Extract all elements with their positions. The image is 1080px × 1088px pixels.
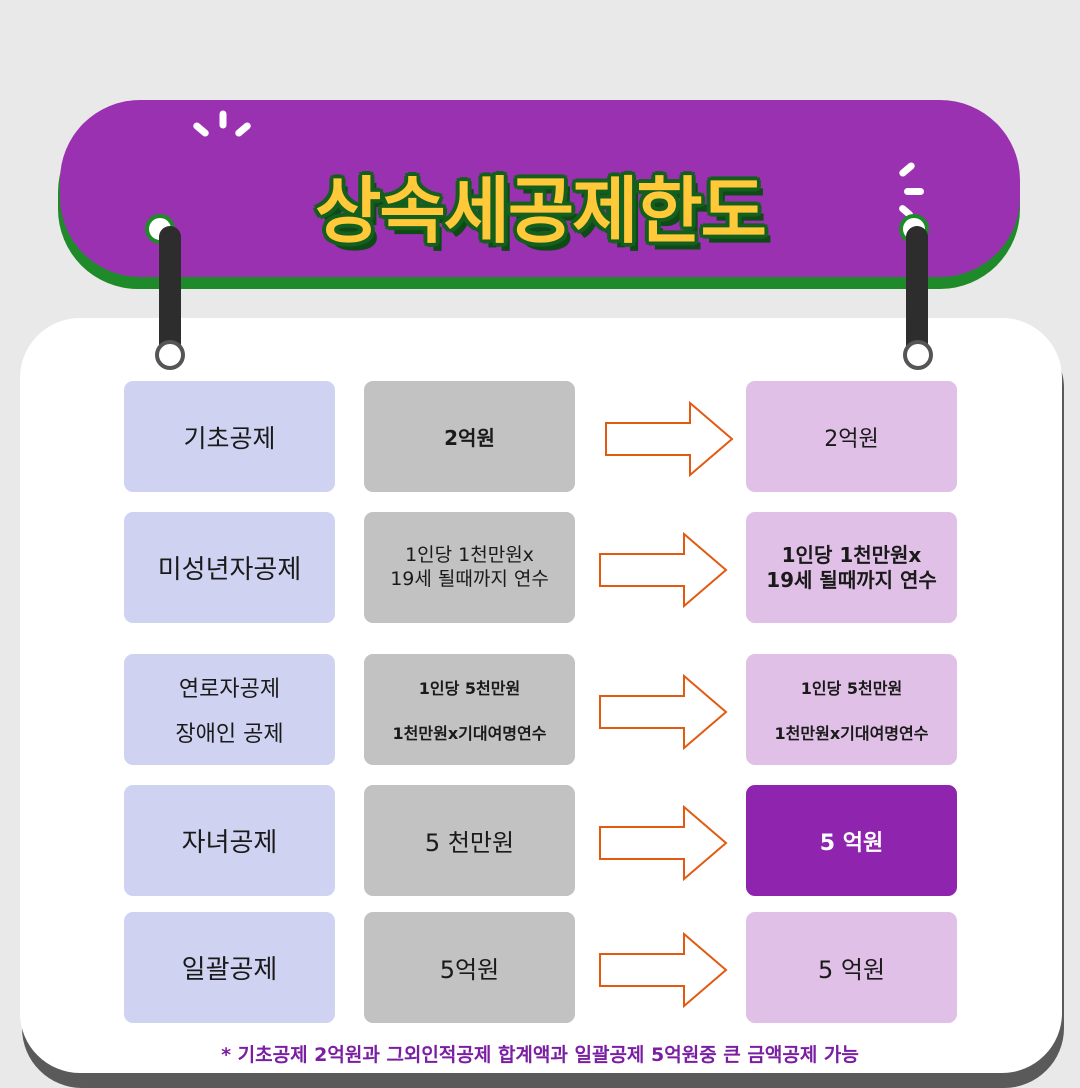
arrow-right-icon xyxy=(599,674,728,750)
deduction-before: 2억원 xyxy=(364,381,575,492)
deduction-after: 1인당 1천만원x 19세 될때까지 연수 xyxy=(746,512,957,623)
arrow-right-icon xyxy=(599,532,728,608)
before-line: 1인당 5천만원 xyxy=(418,678,521,698)
deduction-after: 5 억원 xyxy=(746,912,957,1023)
sparkle-icon xyxy=(904,188,924,195)
footnote: * 기초공제 2억원과 그외인적공제 합계액과 일괄공제 5억원중 큰 금액공제… xyxy=(221,1044,859,1066)
sparkle-icon xyxy=(219,110,227,129)
deduction-label: 일괄공제 xyxy=(124,912,335,1023)
deduction-label: 기초공제 xyxy=(124,381,335,492)
deduction-before: 5 천만원 xyxy=(364,785,575,896)
deduction-after-highlighted: 5 억원 xyxy=(746,785,957,896)
deduction-before: 5억원 xyxy=(364,912,575,1023)
ring-base-right xyxy=(903,340,933,370)
before-line: 1인당 1천만원x xyxy=(405,543,534,566)
deduction-before: 1인당 5천만원 1천만원x기대여명연수 xyxy=(364,654,575,765)
arrow-right-icon xyxy=(599,932,728,1008)
before-line: 19세 될때까지 연수 xyxy=(390,567,549,590)
label-line: 연로자공제 xyxy=(178,676,281,702)
after-line: 1인당 1천만원x xyxy=(781,542,922,567)
deduction-after: 2억원 xyxy=(746,381,957,492)
label-line: 장애인 공제 xyxy=(175,722,284,748)
arrow-right-icon xyxy=(599,805,728,881)
ring-right xyxy=(906,226,928,356)
deduction-label: 자녀공제 xyxy=(124,785,335,896)
deduction-after: 1인당 5천만원 1천만원x기대여명연수 xyxy=(746,654,957,765)
ring-base-left xyxy=(155,340,185,370)
title-banner xyxy=(60,100,1020,277)
before-line: 1천만원x기대여명연수 xyxy=(392,724,547,744)
after-line: 1천만원x기대여명연수 xyxy=(774,724,929,744)
after-line: 1인당 5천만원 xyxy=(800,678,903,698)
deduction-label: 연로자공제 장애인 공제 xyxy=(124,654,335,765)
page-title: 상속세공제한도 xyxy=(315,169,767,253)
ring-left xyxy=(159,226,181,356)
deduction-before: 1인당 1천만원x 19세 될때까지 연수 xyxy=(364,512,575,623)
deduction-label: 미성년자공제 xyxy=(124,512,335,623)
arrow-right-icon xyxy=(605,401,734,477)
after-line: 19세 될때까지 연수 xyxy=(766,567,937,592)
